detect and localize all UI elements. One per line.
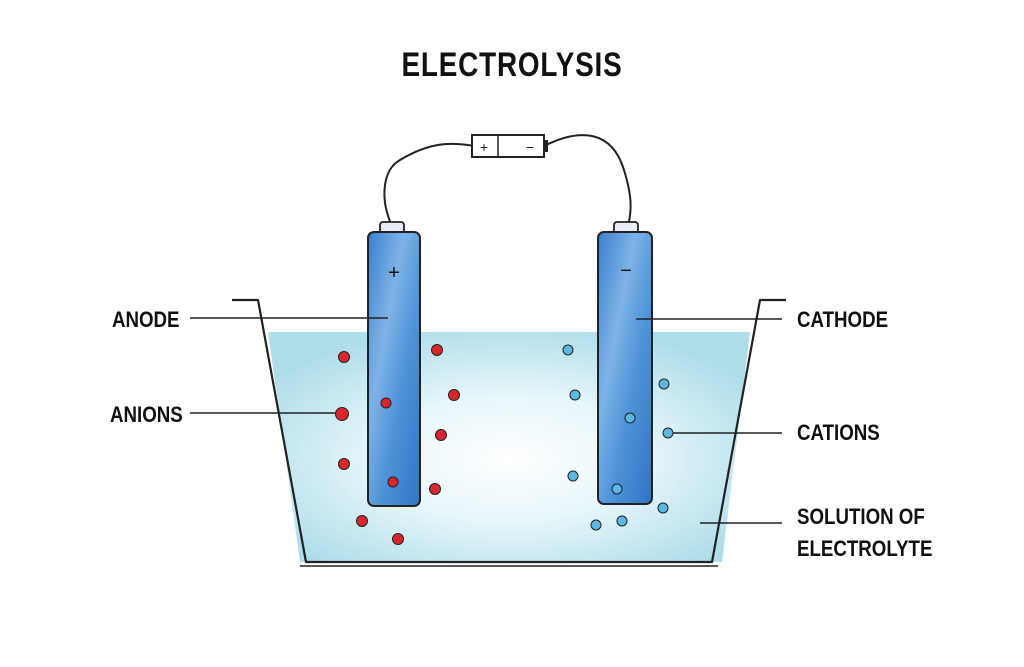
cation [658,378,670,390]
battery-negative-sign: − [526,139,534,155]
anion [429,483,441,495]
anion [435,429,447,441]
anion [380,397,392,409]
cation [657,502,669,514]
container [232,298,786,564]
cation [562,344,574,356]
anion [392,533,404,545]
cation [624,412,636,424]
anion [338,351,350,363]
cathode-sign: − [620,260,632,282]
cathode-electrode: − [597,221,653,505]
cathode-label: CATHODE [797,307,889,332]
cation [611,483,623,495]
cation [569,389,581,401]
battery: + − [471,134,548,158]
cations-group [562,344,674,531]
anion [448,389,460,401]
anion [431,344,443,356]
solution-label-line1: SOLUTION OF [797,504,925,529]
cations-label: CATIONS [797,420,880,445]
anode-sign: + [388,262,400,284]
wire-left [383,142,475,227]
battery-positive-sign: + [480,139,488,155]
anion [356,515,368,527]
solution-label-line2: ELECTROLYTE [797,536,933,561]
cation [616,515,628,527]
anode-label: ANODE [112,307,180,332]
electrolyte-solution [268,332,750,562]
anode-electrode: + [367,221,421,507]
anions-group [335,344,460,545]
page-title: ELECTROLYSIS [401,46,623,84]
cation [662,427,674,439]
anion [338,458,350,470]
anion [335,407,349,421]
cation [567,470,579,482]
wire-right [543,134,632,227]
anions-label: ANIONS [110,402,183,427]
cation [590,519,602,531]
anion [387,476,399,488]
